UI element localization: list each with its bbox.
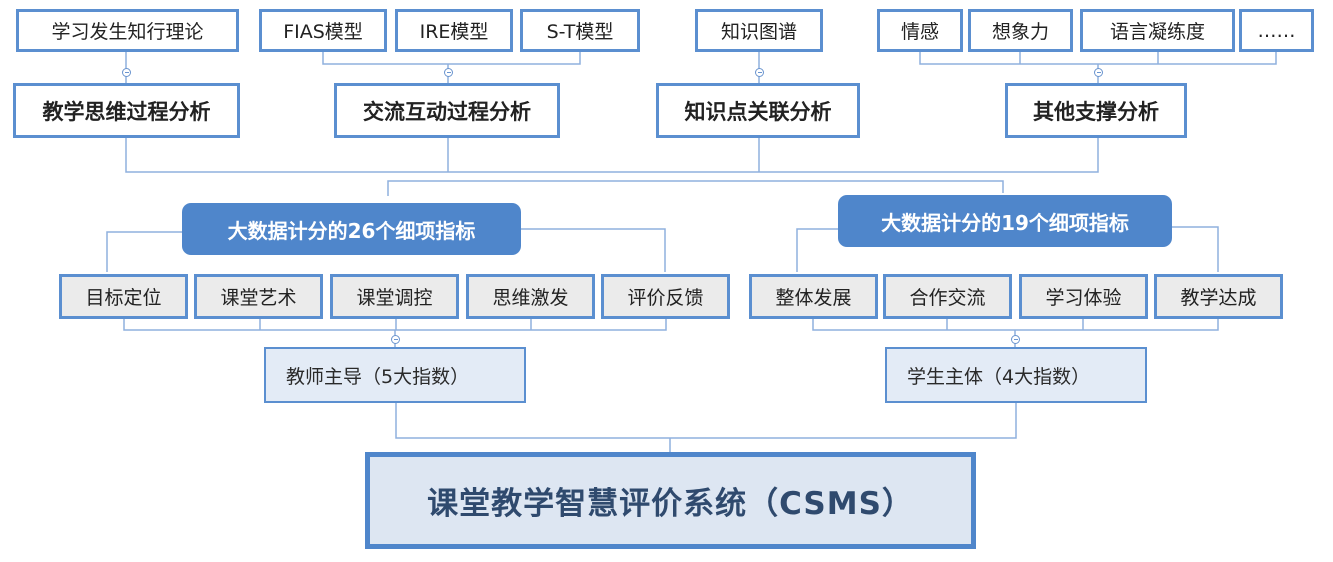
more-node[interactable]: …… bbox=[1239, 9, 1314, 52]
student-index-item[interactable]: 整体发展 bbox=[749, 274, 878, 319]
connector-student-pill bbox=[796, 226, 1219, 272]
knowledge-graph-node[interactable]: 知识图谱 bbox=[695, 9, 823, 52]
interaction-process-analysis-node[interactable]: 交流互动过程分析 bbox=[334, 83, 560, 138]
connector-interaction-models bbox=[322, 52, 581, 83]
student-index-item[interactable]: 教学达成 bbox=[1154, 274, 1283, 319]
teacher-index-item[interactable]: 思维激发 bbox=[466, 274, 595, 319]
connector-student-indices bbox=[812, 318, 1219, 347]
connector-dimensions-root bbox=[395, 403, 1017, 452]
ire-model-node[interactable]: IRE模型 bbox=[395, 9, 513, 52]
student-index-item[interactable]: 学习体验 bbox=[1019, 274, 1148, 319]
collapse-toggle-icon[interactable] bbox=[1011, 335, 1020, 344]
teacher-index-item[interactable]: 评价反馈 bbox=[601, 274, 730, 319]
other-support-analysis-node[interactable]: 其他支撑分析 bbox=[1005, 83, 1187, 138]
connector-teacher-indices bbox=[123, 318, 667, 347]
collapse-toggle-icon[interactable] bbox=[1094, 68, 1103, 77]
thinking-process-analysis-node[interactable]: 教学思维过程分析 bbox=[13, 83, 240, 138]
collapse-toggle-icon[interactable] bbox=[444, 68, 453, 77]
fias-model-node[interactable]: FIAS模型 bbox=[259, 9, 387, 52]
connector-to-pills bbox=[387, 180, 1004, 196]
st-model-node[interactable]: S-T模型 bbox=[520, 9, 640, 52]
connector-teacher-pill bbox=[106, 228, 666, 272]
teacher-indicator-group-pill[interactable]: 大数据计分的26个细项指标 bbox=[182, 203, 521, 255]
collapse-toggle-icon[interactable] bbox=[391, 335, 400, 344]
teacher-index-item[interactable]: 课堂艺术 bbox=[194, 274, 323, 319]
connector-other-supports bbox=[919, 52, 1277, 83]
student-subject-dimension-node[interactable]: 学生主体（4大指数） bbox=[885, 347, 1147, 403]
connector-analysis-merge bbox=[125, 138, 1099, 173]
collapse-toggle-icon[interactable] bbox=[755, 68, 764, 77]
teacher-led-dimension-node[interactable]: 教师主导（5大指数） bbox=[264, 347, 526, 403]
collapse-toggle-icon[interactable] bbox=[122, 68, 131, 77]
language-conciseness-node[interactable]: 语言凝练度 bbox=[1080, 9, 1235, 52]
teacher-index-item[interactable]: 课堂调控 bbox=[330, 274, 459, 319]
csms-root-node[interactable]: 课堂教学智慧评价系统（CSMS） bbox=[365, 452, 976, 549]
knowledge-link-analysis-node[interactable]: 知识点关联分析 bbox=[656, 83, 860, 138]
theory-learning-node[interactable]: 学习发生知行理论 bbox=[16, 9, 239, 52]
emotion-node[interactable]: 情感 bbox=[877, 9, 963, 52]
imagination-node[interactable]: 想象力 bbox=[968, 9, 1073, 52]
student-index-item[interactable]: 合作交流 bbox=[883, 274, 1012, 319]
student-indicator-group-pill[interactable]: 大数据计分的19个细项指标 bbox=[838, 195, 1172, 247]
teacher-index-item[interactable]: 目标定位 bbox=[59, 274, 188, 319]
